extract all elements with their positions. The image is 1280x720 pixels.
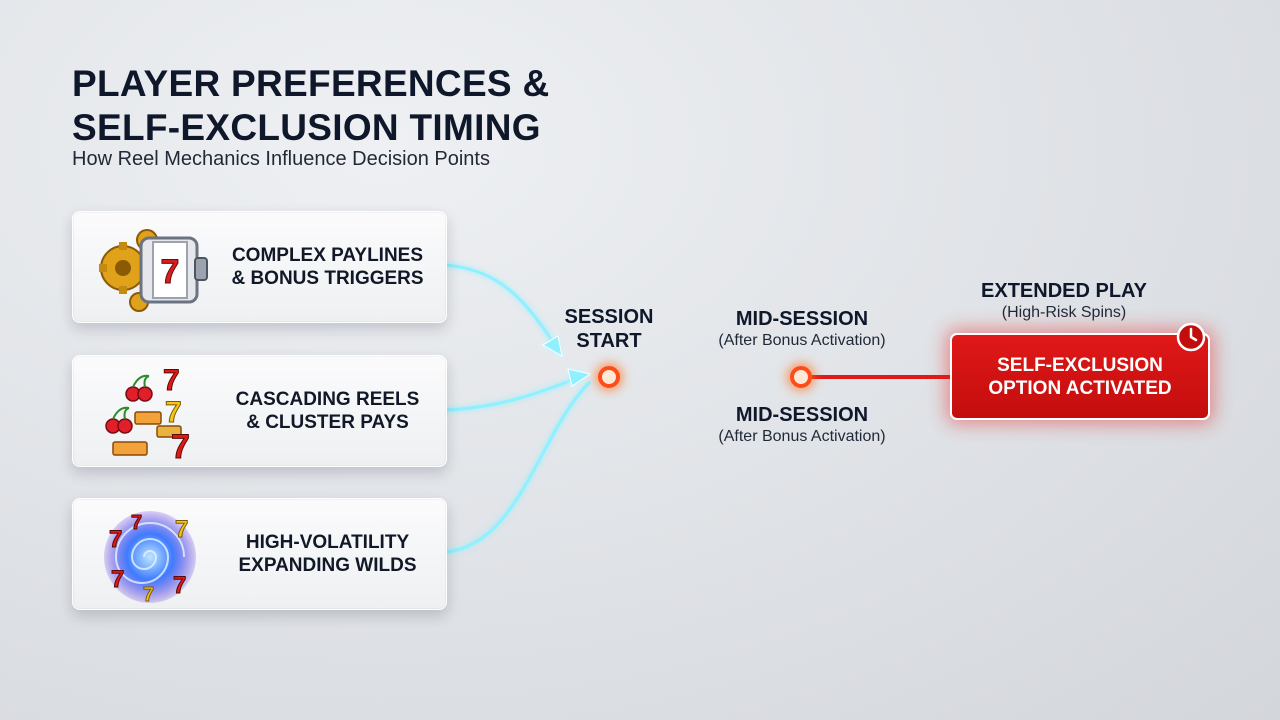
mechanic-card-cascading[interactable]: 7 7 7 CASCADING REELS & CLUSTER PAYS xyxy=(72,355,447,467)
stage-name: MID-SESSION xyxy=(735,404,869,426)
page-subtitle: How Reel Mechanics Influence Decision Po… xyxy=(72,148,490,170)
alert-line-2: OPTION ACTIVATED xyxy=(988,377,1172,399)
svg-text:7: 7 xyxy=(171,428,190,460)
stage-mid-session-bottom: MID-SESSION (After Bonus Activation) xyxy=(718,403,885,447)
self-exclusion-alert[interactable]: SELF-EXCLUSION OPTION ACTIVATED xyxy=(950,333,1210,420)
mechanic-connectors xyxy=(445,263,592,554)
mechanic-label-line-2: & CLUSTER PAYS xyxy=(246,412,409,433)
page-title: PLAYER PREFERENCES & SELF-EXCLUSION TIMI… xyxy=(72,62,550,150)
mechanic-label-line-1: HIGH-VOLATILITY xyxy=(245,532,410,553)
stage-name-line-1: SESSION xyxy=(564,306,654,328)
stage-mid-session-top: MID-SESSION (After Bonus Activation) xyxy=(718,307,885,351)
mechanic-label: CASCADING REELS & CLUSTER PAYS xyxy=(223,356,432,466)
svg-text:7: 7 xyxy=(111,566,124,593)
svg-text:7: 7 xyxy=(163,364,180,397)
stage-name: MID-SESSION xyxy=(735,308,869,330)
mechanic-label: COMPLEX PAYLINES & BONUS TRIGGERS xyxy=(223,212,432,322)
clock-icon xyxy=(1176,322,1206,352)
cherry-bar-seven-icon: 7 7 7 xyxy=(105,364,190,460)
svg-text:7: 7 xyxy=(131,512,142,534)
title-line-2: SELF-EXCLUSION TIMING xyxy=(72,107,541,148)
stage-desc: (After Bonus Activation) xyxy=(718,428,886,445)
alert-line-1: SELF-EXCLUSION xyxy=(997,354,1163,376)
background-grid xyxy=(605,125,1215,660)
mechanic-card-volatility[interactable]: 7 7 7 7 7 7 HIGH-VOLATILITY EXPANDING WI… xyxy=(72,498,447,610)
stage-desc: (High-Risk Spins) xyxy=(1001,304,1127,321)
arrowhead-paylines xyxy=(542,335,563,357)
mechanic-label-line-2: EXPANDING WILDS xyxy=(238,555,417,576)
stage-name: EXTENDED PLAY xyxy=(981,280,1147,302)
connector-arrowheads xyxy=(542,335,592,387)
stage-session-start: SESSION START xyxy=(565,305,654,353)
mechanic-label: HIGH-VOLATILITY EXPANDING WILDS xyxy=(223,499,432,609)
svg-text:7: 7 xyxy=(161,253,180,291)
gear-slot-reel-icon: 7 xyxy=(99,229,208,312)
stage-name-line-2: START xyxy=(576,330,642,352)
svg-text:7: 7 xyxy=(175,516,188,543)
stage-desc: (After Bonus Activation) xyxy=(718,332,886,349)
mechanic-label-line-1: COMPLEX PAYLINES xyxy=(231,245,424,266)
timeline-node-mid[interactable] xyxy=(790,366,812,388)
stage-extended-play: EXTENDED PLAY (High-Risk Spins) xyxy=(981,279,1147,323)
svg-text:7: 7 xyxy=(143,584,154,603)
arrowhead-cascading xyxy=(567,368,592,387)
mechanic-label-line-1: CASCADING REELS xyxy=(235,389,420,410)
mechanic-label-line-2: & BONUS TRIGGERS xyxy=(231,268,424,289)
svg-text:7: 7 xyxy=(165,396,182,429)
connector-paylines xyxy=(445,263,557,346)
title-line-1: PLAYER PREFERENCES & xyxy=(72,63,550,104)
mechanic-card-paylines[interactable]: 7 COMPLEX PAYLINES & BONUS TRIGGERS xyxy=(72,211,447,323)
vortex-sevens-icon: 7 7 7 7 7 7 xyxy=(104,511,196,603)
svg-text:7: 7 xyxy=(109,526,122,553)
timeline-node-start[interactable] xyxy=(598,366,620,388)
connector-volatility xyxy=(445,380,592,554)
connector-cascading xyxy=(445,375,581,412)
svg-text:7: 7 xyxy=(173,572,186,599)
